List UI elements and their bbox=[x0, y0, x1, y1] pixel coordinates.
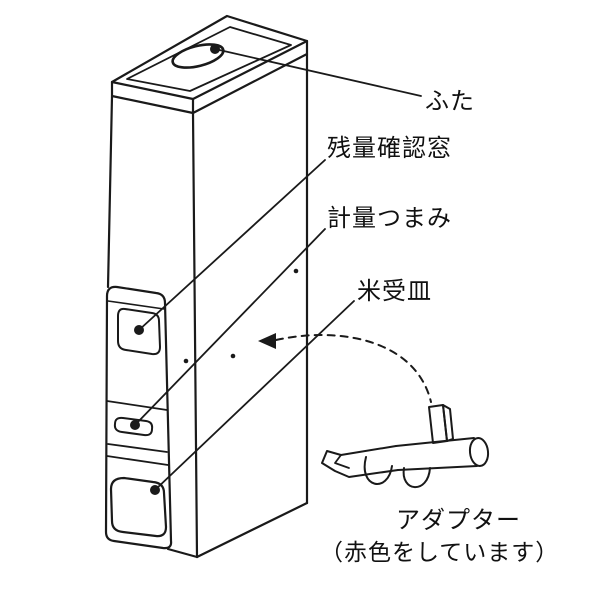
leader-line-window bbox=[138, 159, 326, 331]
knob-recess-bottom bbox=[107, 443, 168, 453]
body-left-edge bbox=[106, 94, 114, 289]
line-art bbox=[104, 14, 490, 559]
tray-pointer-dot bbox=[150, 485, 160, 495]
labels: ふた 残量確認窓 計量つまみ 米受皿 アダプター （赤色をしています） bbox=[320, 88, 559, 565]
label-tray: 米受皿 bbox=[357, 278, 432, 305]
tray-slot bbox=[106, 455, 169, 466]
body-front-bottom bbox=[166, 547, 199, 559]
adapter-hook-left bbox=[363, 456, 393, 485]
body-front-corner bbox=[191, 111, 199, 559]
dashed-motion-arrow bbox=[275, 334, 432, 403]
label-adapter-note: （赤色をしています） bbox=[320, 539, 559, 565]
dispenser-body bbox=[106, 14, 309, 559]
side-screw-dot-3 bbox=[183, 358, 189, 364]
lid-rim bbox=[126, 26, 292, 92]
adapter-roller-end bbox=[468, 437, 490, 467]
adapter-bar-bottom bbox=[397, 465, 478, 471]
arrowhead-icon bbox=[258, 333, 276, 349]
measuring-knob bbox=[113, 416, 154, 437]
front-panel-lip bbox=[107, 300, 165, 310]
rice-tray bbox=[109, 476, 168, 538]
adapter-tab-side bbox=[442, 404, 454, 442]
leader-lines bbox=[134, 48, 422, 491]
filled-marks bbox=[130, 44, 299, 495]
knob-pointer-dot bbox=[130, 420, 140, 430]
label-window: 残量確認窓 bbox=[327, 135, 452, 162]
front-panel bbox=[104, 285, 173, 550]
body-bottom-edge bbox=[195, 501, 309, 559]
lid-handle bbox=[171, 43, 225, 69]
label-knob: 計量つまみ bbox=[327, 205, 452, 232]
adapter-drawing bbox=[321, 404, 490, 489]
side-screw-dot-2 bbox=[230, 353, 236, 359]
leader-line-knob bbox=[134, 228, 326, 426]
leader-line-tray bbox=[154, 300, 355, 491]
lid-top-face bbox=[110, 14, 309, 101]
adapter-bar-top bbox=[395, 437, 475, 447]
side-screw-dot-1 bbox=[293, 268, 299, 274]
check-window bbox=[117, 307, 161, 356]
adapter-hook-right bbox=[402, 467, 431, 489]
window-pointer-dot bbox=[134, 325, 144, 335]
leader-line-lid bbox=[214, 48, 422, 97]
adapter-fork-arm bbox=[321, 445, 399, 478]
adapter-fork-notch bbox=[334, 454, 350, 469]
label-lid: ふた bbox=[425, 88, 475, 115]
front-panel-outline bbox=[104, 285, 173, 550]
label-adapter: アダプター bbox=[396, 507, 521, 534]
knob-recess-top bbox=[106, 400, 168, 411]
lid-pointer-dot bbox=[210, 44, 220, 54]
